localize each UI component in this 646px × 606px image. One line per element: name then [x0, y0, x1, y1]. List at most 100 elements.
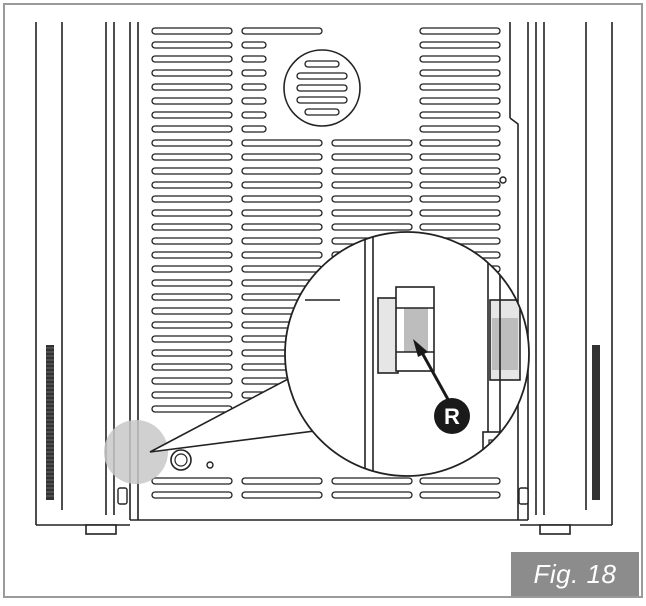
- vent-slot: [241, 223, 323, 231]
- vent-slot: [241, 491, 323, 499]
- vent-slot: [241, 153, 323, 161]
- vent-slot: [419, 223, 501, 231]
- vent-slot: [304, 108, 340, 116]
- vent-slot: [241, 265, 323, 273]
- vent-slot: [331, 167, 413, 175]
- vent-slot: [151, 293, 233, 301]
- vent-slot: [331, 491, 413, 499]
- vent-slot: [151, 391, 233, 399]
- vent-slot: [151, 251, 233, 259]
- vent-slot: [296, 84, 348, 92]
- vent-slot: [419, 27, 501, 35]
- right-side-panel: [520, 22, 613, 526]
- vent-slot: [151, 307, 233, 315]
- body-screw: [499, 176, 507, 184]
- vent-slot: [241, 209, 323, 217]
- vent-slot: [151, 97, 233, 105]
- vent-slot: [241, 27, 323, 35]
- vent-slot: [151, 55, 233, 63]
- vent-slot: [419, 181, 501, 189]
- vent-slot: [419, 167, 501, 175]
- vent-slot: [151, 237, 233, 245]
- vent-slot: [419, 139, 501, 147]
- small-screw: [206, 461, 214, 469]
- vent-slot: [151, 27, 233, 35]
- vent-slot: [419, 83, 501, 91]
- left-side-panel: [35, 22, 130, 526]
- vent-slot: [296, 96, 348, 104]
- vent-slot: [151, 209, 233, 217]
- vent-slot: [419, 153, 501, 161]
- vent-slot: [241, 111, 267, 119]
- vent-slot: [151, 491, 233, 499]
- left-bracket: [117, 487, 128, 505]
- vent-slot: [241, 97, 267, 105]
- vent-slot: [296, 72, 348, 80]
- vent-slot: [304, 60, 340, 68]
- vent-slot: [419, 209, 501, 217]
- vent-slot: [151, 363, 233, 371]
- vent-slot: [151, 279, 233, 287]
- vent-slot: [419, 55, 501, 63]
- vent-slot: [241, 251, 323, 259]
- vent-slot: [419, 69, 501, 77]
- vent-slot: [151, 195, 233, 203]
- vent-slot: [151, 265, 233, 273]
- vent-slot: [151, 139, 233, 147]
- vent-slot: [151, 111, 233, 119]
- vent-slot: [331, 139, 413, 147]
- vent-slot: [151, 321, 233, 329]
- vent-slot: [151, 477, 233, 485]
- vent-slot: [241, 125, 267, 133]
- vent-slot: [241, 55, 267, 63]
- right-grille-strip: [592, 345, 600, 500]
- vent-slot: [151, 377, 233, 385]
- highlight-area: [104, 420, 168, 484]
- vent-slot: [331, 181, 413, 189]
- left-grille-strip: [46, 345, 54, 500]
- vent-slot: [331, 223, 413, 231]
- vent-slot: [419, 97, 501, 105]
- vent-slot: [331, 153, 413, 161]
- vent-slot: [241, 139, 323, 147]
- drain-fitting: [170, 449, 192, 471]
- figure-label: Fig. 18: [511, 552, 639, 596]
- vent-slot: [419, 111, 501, 119]
- vent-slot: [151, 153, 233, 161]
- vent-slot: [151, 167, 233, 175]
- marker-r-circle: [434, 398, 470, 434]
- right-foot: [539, 524, 571, 535]
- vent-slot: [151, 83, 233, 91]
- vent-slot: [241, 181, 323, 189]
- vent-slot: [151, 335, 233, 343]
- vent-slot: [151, 181, 233, 189]
- vent-slot: [241, 195, 323, 203]
- vent-slot: [151, 405, 233, 413]
- vent-slot: [419, 125, 501, 133]
- vent-slot: [331, 477, 413, 485]
- vent-slot: [331, 209, 413, 217]
- marker-r-label: R: [444, 404, 460, 429]
- vent-slot: [241, 477, 323, 485]
- vent-slot: [241, 83, 267, 91]
- vent-slot: [241, 167, 323, 175]
- vent-slot: [151, 349, 233, 357]
- fan-grille: [283, 49, 361, 127]
- vent-slot: [151, 41, 233, 49]
- vent-slot: [151, 69, 233, 77]
- vent-slot: [241, 41, 267, 49]
- vent-slot: [419, 195, 501, 203]
- vent-slot: [241, 237, 323, 245]
- vent-slot: [419, 41, 501, 49]
- vent-slot: [331, 195, 413, 203]
- vent-slot: [151, 223, 233, 231]
- left-foot: [85, 524, 117, 535]
- vent-slot: [241, 69, 267, 77]
- vent-slot: [419, 477, 501, 485]
- vent-slot: [151, 125, 233, 133]
- drain-fitting-inner: [174, 453, 188, 467]
- right-bracket: [518, 487, 529, 505]
- vent-slot: [419, 491, 501, 499]
